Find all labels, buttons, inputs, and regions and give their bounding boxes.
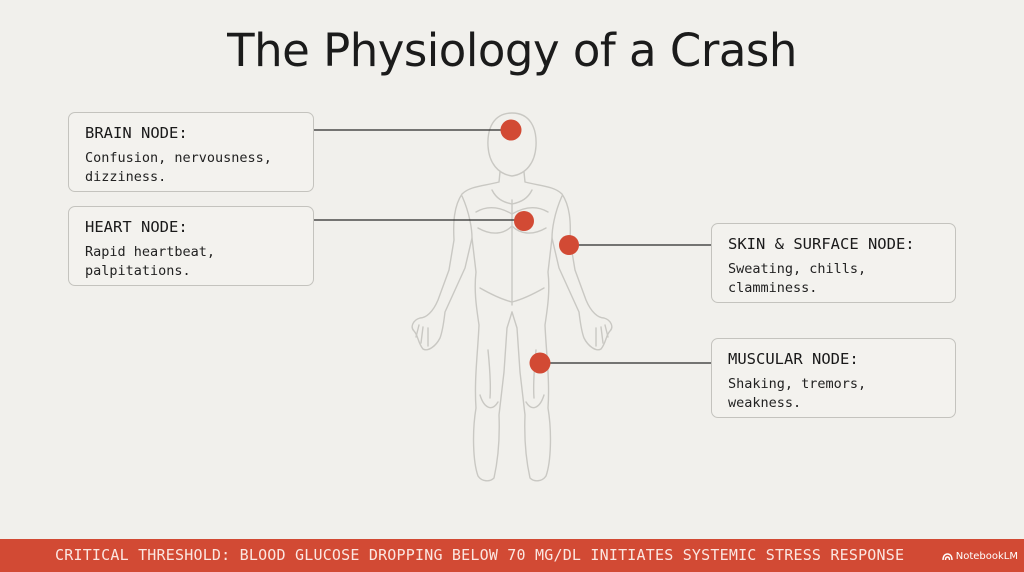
muscular-node-heading: MUSCULAR NODE: (728, 350, 859, 368)
banner-text: CRITICAL THRESHOLD: BLOOD GLUCOSE DROPPI… (55, 546, 905, 564)
skin-node-heading: SKIN & SURFACE NODE: (728, 235, 915, 253)
heart-node-heading: HEART NODE: (85, 218, 188, 236)
skin-marker (559, 235, 579, 255)
brain-node-text: Confusion, nervousness, dizziness. (85, 150, 272, 185)
heart-node-box: HEART NODE: Rapid heartbeat, palpitation… (68, 206, 314, 286)
brain-node-heading: BRAIN NODE: (85, 124, 188, 142)
critical-threshold-banner: CRITICAL THRESHOLD: BLOOD GLUCOSE DROPPI… (0, 539, 1024, 572)
node-markers (500, 119, 579, 374)
muscular-node-text: Shaking, tremors, weakness. (728, 376, 867, 411)
notebooklm-logo: NotebookLM (942, 549, 1018, 563)
notebooklm-icon (942, 552, 953, 560)
heart-node-text: Rapid heartbeat, palpitations. (85, 244, 216, 279)
skin-node-box: SKIN & SURFACE NODE: Sweating, chills, c… (711, 223, 956, 303)
human-body-outline (411, 112, 613, 482)
skin-node-text: Sweating, chills, clamminess. (728, 261, 867, 296)
muscular-node-box: MUSCULAR NODE: Shaking, tremors, weaknes… (711, 338, 956, 418)
heart-marker (514, 211, 534, 231)
muscular-marker (529, 352, 551, 374)
brain-marker (500, 119, 522, 141)
connector-lines (313, 129, 711, 364)
page-title: The Physiology of a Crash (227, 24, 797, 77)
notebooklm-logo-text: NotebookLM (955, 550, 1018, 562)
brain-node-box: BRAIN NODE: Confusion, nervousness, dizz… (68, 112, 314, 192)
